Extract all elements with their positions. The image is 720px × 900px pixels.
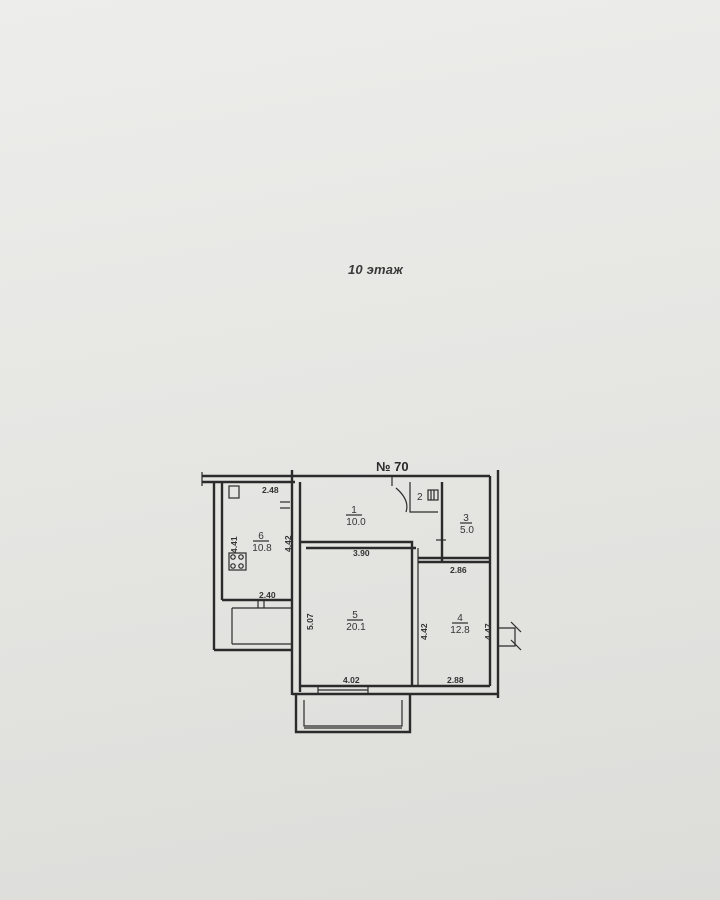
room-3-number: 3: [463, 513, 469, 524]
dim-hall-bottom: 3.90: [353, 548, 370, 558]
room-1-area: 10.0: [346, 517, 366, 528]
dimension-labels: 2.48 4.41 4.42 2.40 3.90 2.86 5.07 4.42 …: [229, 485, 493, 685]
balcony: [294, 685, 412, 734]
dim-bedroom-right: 4.47: [483, 623, 493, 640]
room-3-area: 5.0: [460, 525, 474, 536]
room-6-number: 6: [258, 531, 264, 542]
dim-kitchen-right: 4.42: [283, 535, 293, 552]
room-1-number: 1: [351, 505, 357, 516]
dim-living-left: 5.07: [305, 613, 315, 630]
room-5-area: 20.1: [346, 622, 366, 633]
room-4-number: 4: [457, 613, 463, 624]
dim-kitchen-top: 2.48: [262, 485, 279, 495]
dim-living-bottom: 4.02: [343, 675, 360, 685]
dim-bedroom-bottom: 2.88: [447, 675, 464, 685]
apartment-number: № 70: [376, 459, 409, 474]
room-6-area: 10.8: [252, 543, 272, 554]
room-4-area: 12.8: [450, 625, 470, 636]
floor-title: 10 этаж: [348, 262, 404, 277]
room-5-number: 5: [352, 610, 358, 621]
dim-kitchen-left: 4.41: [229, 536, 239, 553]
dim-kitchen-bottom: 2.40: [259, 590, 276, 600]
room-2-number: 2: [417, 492, 423, 503]
outer-walls: [201, 470, 522, 698]
dim-bath-bottom: 2.86: [450, 565, 467, 575]
room-labels: 1 10.0 2 3 5.0 4 12.8 5 20.1 6 10.8: [252, 492, 474, 636]
dim-living-right: 4.42: [419, 623, 429, 640]
inner-walls: [228, 476, 490, 686]
